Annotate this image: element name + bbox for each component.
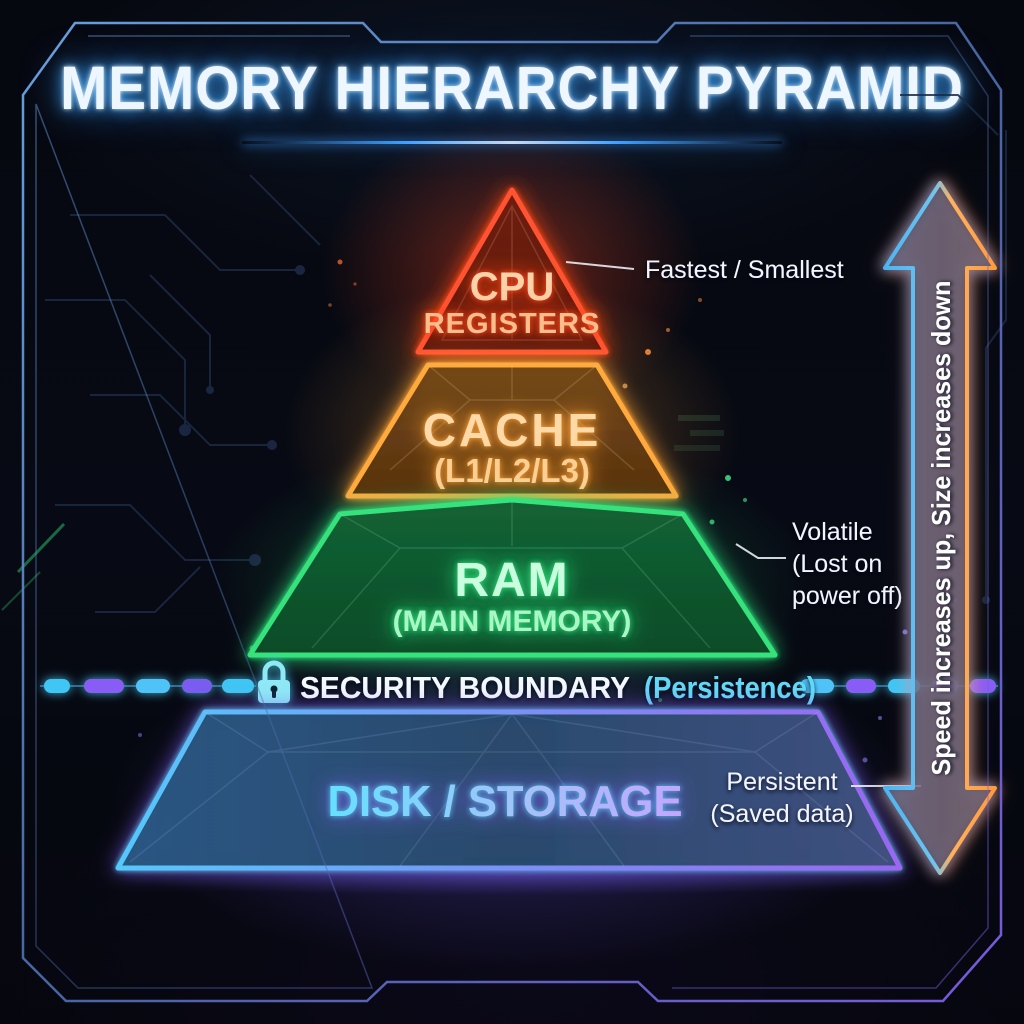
annotation-persistent: Persistent (Saved data) — [710, 768, 921, 828]
disk-trapezoid — [115, 709, 903, 871]
disk-annotation-line-1: Persistent — [726, 768, 837, 796]
cpu-triangle — [415, 187, 609, 355]
annotation-connector-line — [735, 543, 786, 559]
cpu-sublabel: REGISTERS — [424, 308, 601, 340]
speed-size-arrow: Speed increases up, Size increases down — [883, 181, 997, 875]
page-title: MEMORY HIERARCHY PYRAMID — [60, 54, 964, 122]
lock-icon — [258, 660, 290, 703]
arrow-label: Speed increases up, Size increases down — [926, 281, 956, 776]
disk-annotation-line-2: (Saved data) — [710, 800, 853, 828]
ram-label: RAM — [454, 554, 569, 607]
hud-frame — [21, 21, 1003, 1003]
level-ram: RAM (MAIN MEMORY) — [247, 497, 778, 658]
cache-trapezoid — [345, 362, 679, 499]
arrow-shape — [883, 181, 997, 875]
security-boundary-sublabel: (Persistence) — [644, 670, 816, 705]
cpu-annotation-text: Fastest / Smallest — [645, 256, 844, 284]
ram-facet-lines — [311, 502, 711, 649]
frame-outer-line — [21, 21, 1003, 1003]
cache-facet-lines — [389, 364, 635, 471]
cache-sublabel: (L1/L2/L3) — [434, 452, 590, 489]
frame-inner-line — [35, 35, 989, 989]
level-disk-storage: DISK / STORAGE — [115, 709, 903, 871]
disk-label: DISK / STORAGE — [328, 777, 683, 826]
ram-sublabel: (MAIN MEMORY) — [393, 605, 632, 638]
ram-annotation-line-1: Volatile — [792, 518, 873, 546]
ram-annotation-line-3: power off) — [792, 582, 903, 610]
cpu-label: CPU — [470, 265, 554, 309]
annotation-volatile: Volatile (Lost on power off) — [735, 518, 903, 610]
cache-label: CACHE — [423, 404, 602, 456]
annotation-connector-line — [565, 261, 635, 270]
particle-sparks — [1, 259, 957, 844]
ram-trapezoid — [247, 497, 778, 658]
level-cpu-registers: CPU REGISTERS — [415, 187, 609, 355]
security-boundary: SECURITY BOUNDARY (Persistence) — [40, 660, 998, 705]
disk-facet-lines — [129, 711, 889, 867]
security-boundary-label: SECURITY BOUNDARY — [300, 670, 630, 705]
cpu-facet-lines — [440, 204, 584, 341]
ram-annotation-line-2: (Lost on — [792, 550, 882, 578]
level-cache: CACHE (L1/L2/L3) — [345, 362, 679, 499]
annotation-fastest-smallest: Fastest / Smallest — [565, 256, 844, 284]
